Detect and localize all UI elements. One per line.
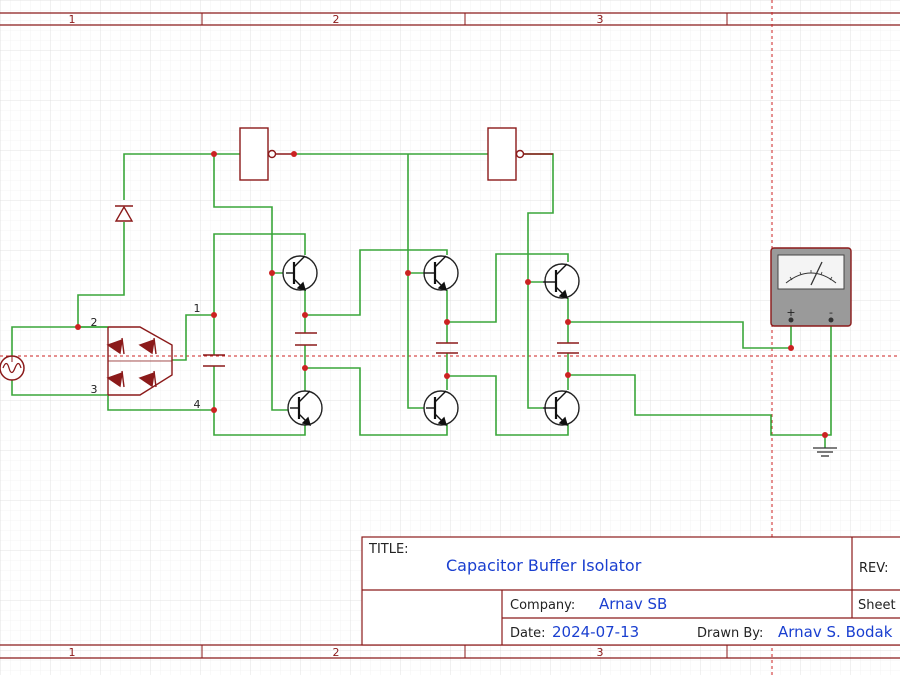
inverter-buffer-2 bbox=[487, 127, 553, 181]
drawn-by-label: Drawn By: bbox=[697, 626, 763, 641]
drawn-by-value: Arnav S. Bodak bbox=[778, 623, 893, 641]
date-label: Date: bbox=[510, 626, 545, 641]
frame-col-bottom-1: 1 bbox=[69, 646, 76, 659]
frame-col-bottom-3: 3 bbox=[597, 646, 604, 659]
frame-col-top-1: 1 bbox=[69, 13, 76, 26]
company-value: Arnav SB bbox=[599, 595, 667, 613]
drawing-title: Capacitor Buffer Isolator bbox=[446, 556, 642, 575]
net-label-3: 3 bbox=[91, 383, 98, 396]
frame-col-bottom-2: 2 bbox=[333, 646, 340, 659]
capacitor-c3 bbox=[436, 342, 458, 354]
net-label-1: 1 bbox=[194, 302, 201, 315]
wires bbox=[11, 153, 832, 448]
transistor-q2 bbox=[287, 390, 323, 427]
diode bbox=[114, 205, 134, 222]
net-label-2: 2 bbox=[91, 316, 98, 329]
meter-plus-label: + bbox=[786, 306, 795, 319]
rev-label: REV: bbox=[859, 561, 888, 576]
title-label: TITLE: bbox=[368, 542, 409, 557]
transistor-q5 bbox=[543, 263, 580, 300]
ac-source bbox=[0, 355, 25, 381]
capacitor-c1 bbox=[203, 354, 225, 367]
capacitor-c4 bbox=[557, 342, 579, 354]
transistor-q6 bbox=[543, 390, 580, 427]
voltmeter bbox=[770, 247, 852, 327]
frame-col-top-2: 2 bbox=[333, 13, 340, 26]
junctions bbox=[75, 151, 828, 438]
transistor-q4 bbox=[423, 390, 459, 427]
frame-col-top-3: 3 bbox=[597, 13, 604, 26]
date-value: 2024-07-13 bbox=[552, 623, 639, 641]
ground-symbol bbox=[813, 447, 837, 457]
transistor-q3 bbox=[423, 255, 459, 292]
bridge-rectifier bbox=[106, 326, 173, 396]
transistor-q1 bbox=[282, 255, 318, 292]
company-label: Company: bbox=[510, 598, 575, 613]
net-label-4: 4 bbox=[194, 398, 201, 411]
sheet-label: Sheet bbox=[858, 598, 896, 613]
title-block bbox=[361, 536, 900, 646]
capacitor-c2 bbox=[295, 332, 317, 346]
meter-minus-label: - bbox=[829, 306, 833, 319]
